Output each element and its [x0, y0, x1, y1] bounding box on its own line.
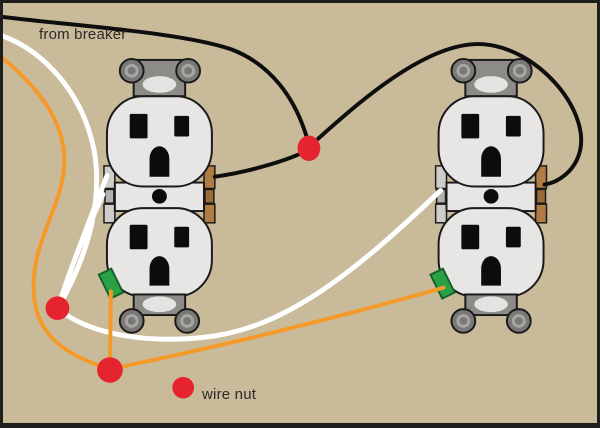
neutral-wire-to-left-outlet	[55, 191, 106, 310]
hot-wire-to-right-outlet	[308, 42, 584, 187]
wire-nut-ground	[97, 357, 123, 383]
diagram-canvas	[3, 14, 584, 399]
hot-wire-to-left-outlet	[212, 148, 310, 179]
right-outlet	[428, 57, 548, 335]
neutral-wire-to-right-outlet	[55, 187, 444, 342]
wire-nut-hot	[297, 135, 321, 161]
from-breaker-label: from breaker	[39, 26, 127, 43]
wire-nut-neutral	[45, 296, 70, 320]
ground-wire-to-left-outlet	[107, 289, 113, 371]
ground-wire-from-breaker	[3, 56, 112, 371]
legend-wire-nut-label: wire nut	[202, 386, 257, 403]
neutral-wire-from-breaker	[3, 33, 100, 310]
legend-wire-nut-dot	[172, 376, 195, 399]
left-outlet	[97, 57, 217, 335]
ground-wire-to-right-outlet	[107, 285, 446, 371]
hot-wire-from-breaker	[3, 14, 310, 144]
